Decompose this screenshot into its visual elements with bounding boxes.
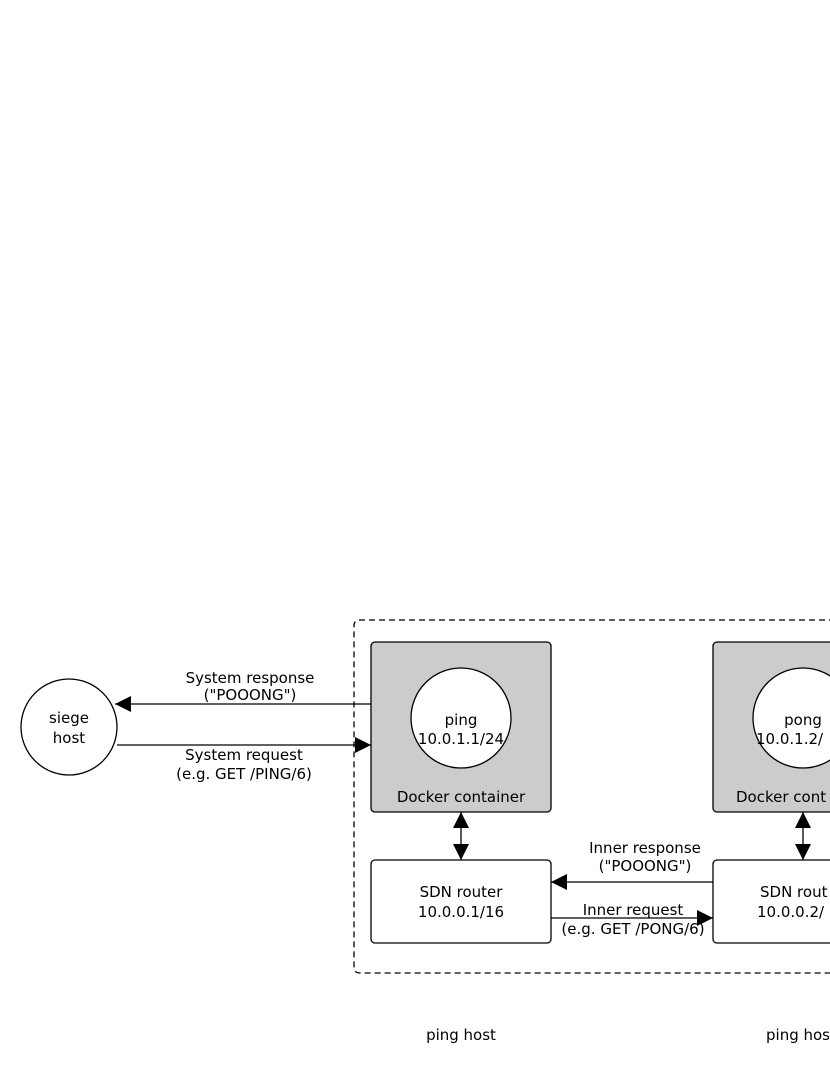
second-host-label: ping hos bbox=[766, 1026, 830, 1044]
ping-container-label: Docker container bbox=[397, 788, 526, 806]
pong-router-name: SDN rout bbox=[760, 883, 828, 901]
pong-router-ip: 10.0.0.2/ bbox=[757, 903, 825, 921]
siege-host-line1: siege bbox=[49, 709, 89, 727]
inner-request-payload: (e.g. GET /PONG/6) bbox=[561, 920, 704, 938]
inner-request-label: Inner request bbox=[583, 901, 684, 919]
ping-sdn-router: SDN router 10.0.0.1/16 bbox=[370, 859, 552, 944]
pong-sdn-router: SDN rout 10.0.0.2/ bbox=[712, 859, 830, 944]
system-response-label: System response bbox=[186, 669, 315, 687]
ping-service-name: ping bbox=[445, 711, 478, 729]
siege-host-node: siege host bbox=[20, 678, 118, 776]
ping-router-name: SDN router bbox=[420, 883, 504, 901]
ping-service-ip: 10.0.1.1/24 bbox=[418, 730, 504, 748]
pong-docker-container: pong 10.0.1.2/ Docker cont bbox=[712, 641, 830, 813]
pong-container-label: Docker cont bbox=[736, 788, 826, 806]
ping-docker-container: ping 10.0.1.1/24 Docker container bbox=[370, 641, 552, 813]
system-request-label: System request bbox=[185, 746, 303, 764]
siege-host-line2: host bbox=[53, 729, 85, 747]
system-response-payload: ("POOONG") bbox=[204, 686, 297, 704]
inner-response-label: Inner response bbox=[589, 839, 701, 857]
ping-host-label: ping host bbox=[426, 1026, 496, 1044]
pong-service-ip: 10.0.1.2/ bbox=[756, 730, 824, 748]
system-request-payload: (e.g. GET /PING/6) bbox=[176, 765, 312, 783]
ping-router-ip: 10.0.0.1/16 bbox=[418, 903, 504, 921]
pong-service-name: pong bbox=[784, 711, 822, 729]
host-boundary bbox=[353, 619, 830, 974]
inner-response-payload: ("POOONG") bbox=[599, 857, 692, 875]
